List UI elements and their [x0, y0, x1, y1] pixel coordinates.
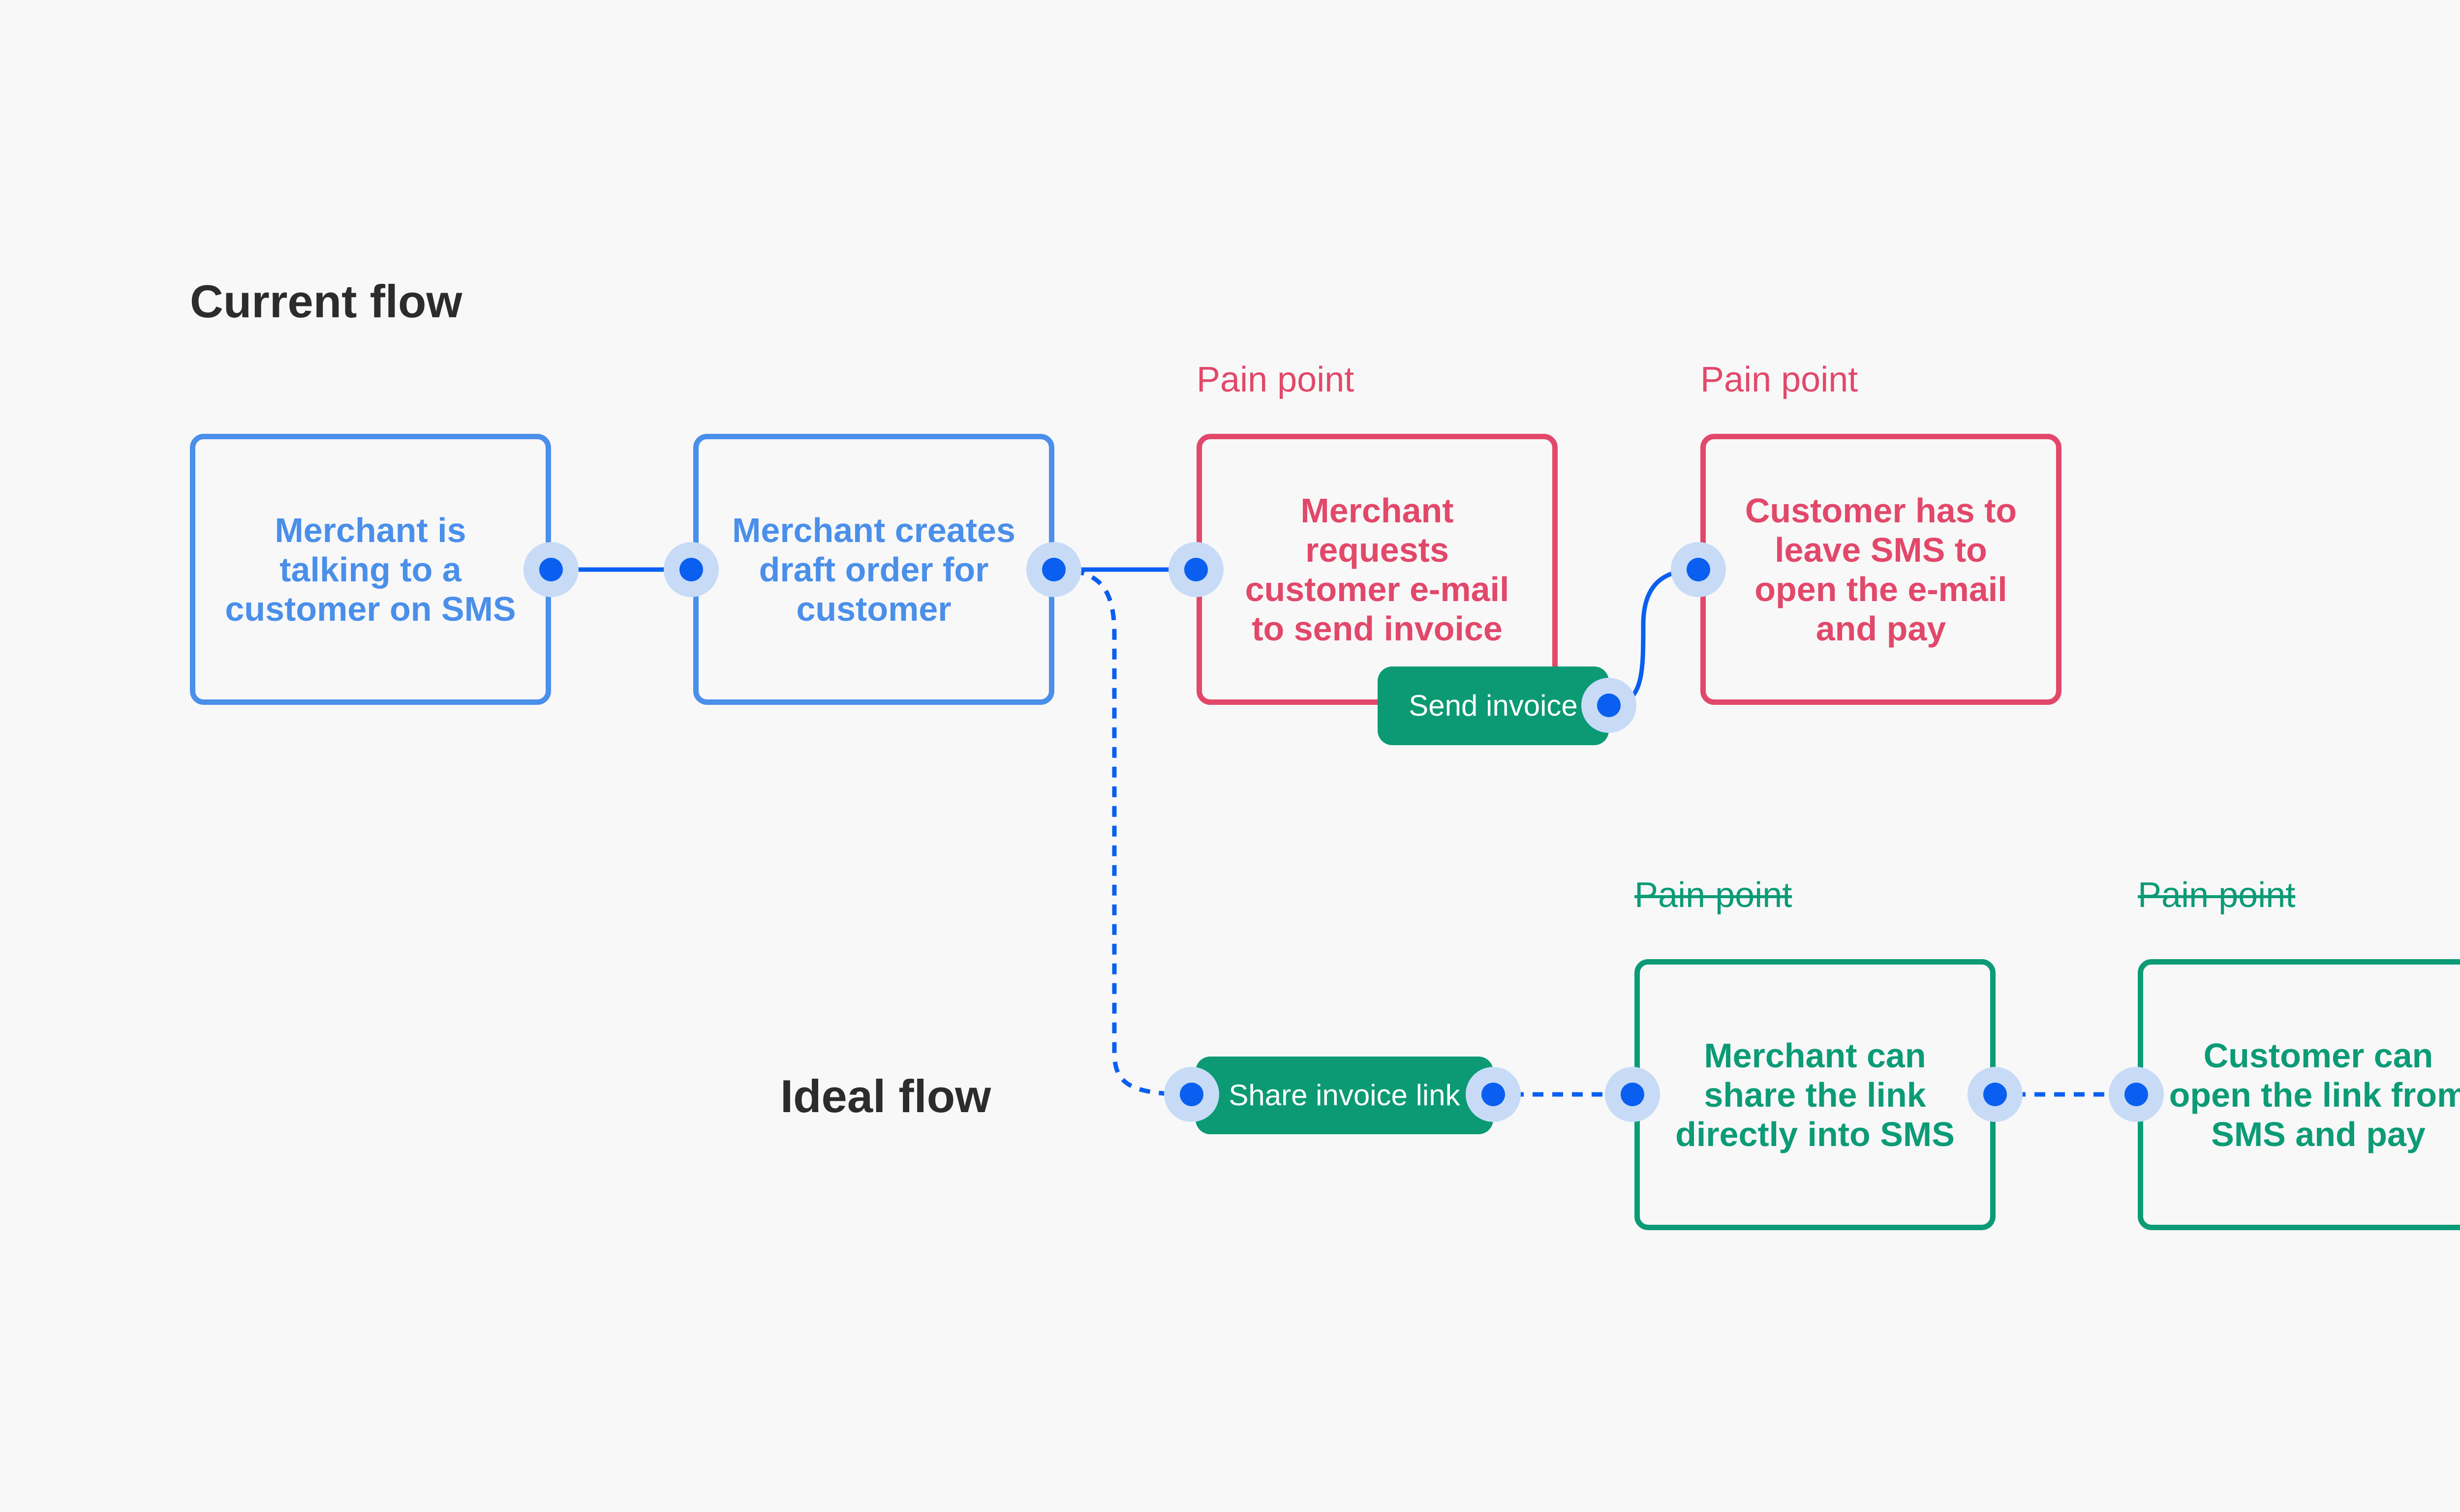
current-step-2-text: Merchant creates draft order for custome… [732, 511, 1015, 628]
ideal-flow-heading: Ideal flow [780, 1070, 991, 1122]
anchor-dot [1042, 558, 1066, 581]
anchor-dot [1621, 1083, 1644, 1106]
share-invoice-link-action: Share invoice link [1196, 1057, 1493, 1134]
pain-point-label-step-3: Pain point [1197, 360, 1354, 399]
resolved-pain-point-label-2: Pain point [2138, 876, 2296, 915]
anchor-dot [679, 558, 703, 581]
anchor-dot [1687, 558, 1710, 581]
anchor-dot [1597, 694, 1621, 717]
send-invoice-action: Send invoice [1378, 666, 1609, 745]
connector-step2-share-link [1053, 567, 1192, 1097]
current-step-1-text: Merchant is talking to a customer on SMS [225, 511, 516, 628]
anchor-dot [1180, 1083, 1203, 1106]
anchor-dot [539, 558, 563, 581]
anchor-dot [1184, 558, 1208, 581]
ideal-step-1-text: Merchant can share the link directly int… [1675, 1036, 1955, 1153]
current-step-4-text: Customer has to leave SMS to open the e-… [1745, 491, 2017, 648]
current-step-3-text: Merchant requests customer e-mail to sen… [1245, 491, 1509, 648]
current-step-4: Customer has to leave SMS to open the e-… [1700, 434, 2061, 705]
ideal-step-2-text: Customer can open the link from SMS and … [2169, 1036, 2460, 1153]
anchor-dot [2124, 1083, 2148, 1106]
anchor-dot [1983, 1083, 2007, 1106]
current-step-3: Merchant requests customer e-mail to sen… [1197, 434, 1558, 705]
current-step-2: Merchant creates draft order for custome… [693, 434, 1054, 705]
resolved-pain-point-label-1: Pain point [1634, 876, 1792, 915]
anchor-dot [1481, 1083, 1505, 1106]
pain-point-label-step-4: Pain point [1700, 360, 1858, 399]
current-flow-heading: Current flow [190, 275, 462, 327]
ideal-step-2: Customer can open the link from SMS and … [2138, 959, 2460, 1230]
